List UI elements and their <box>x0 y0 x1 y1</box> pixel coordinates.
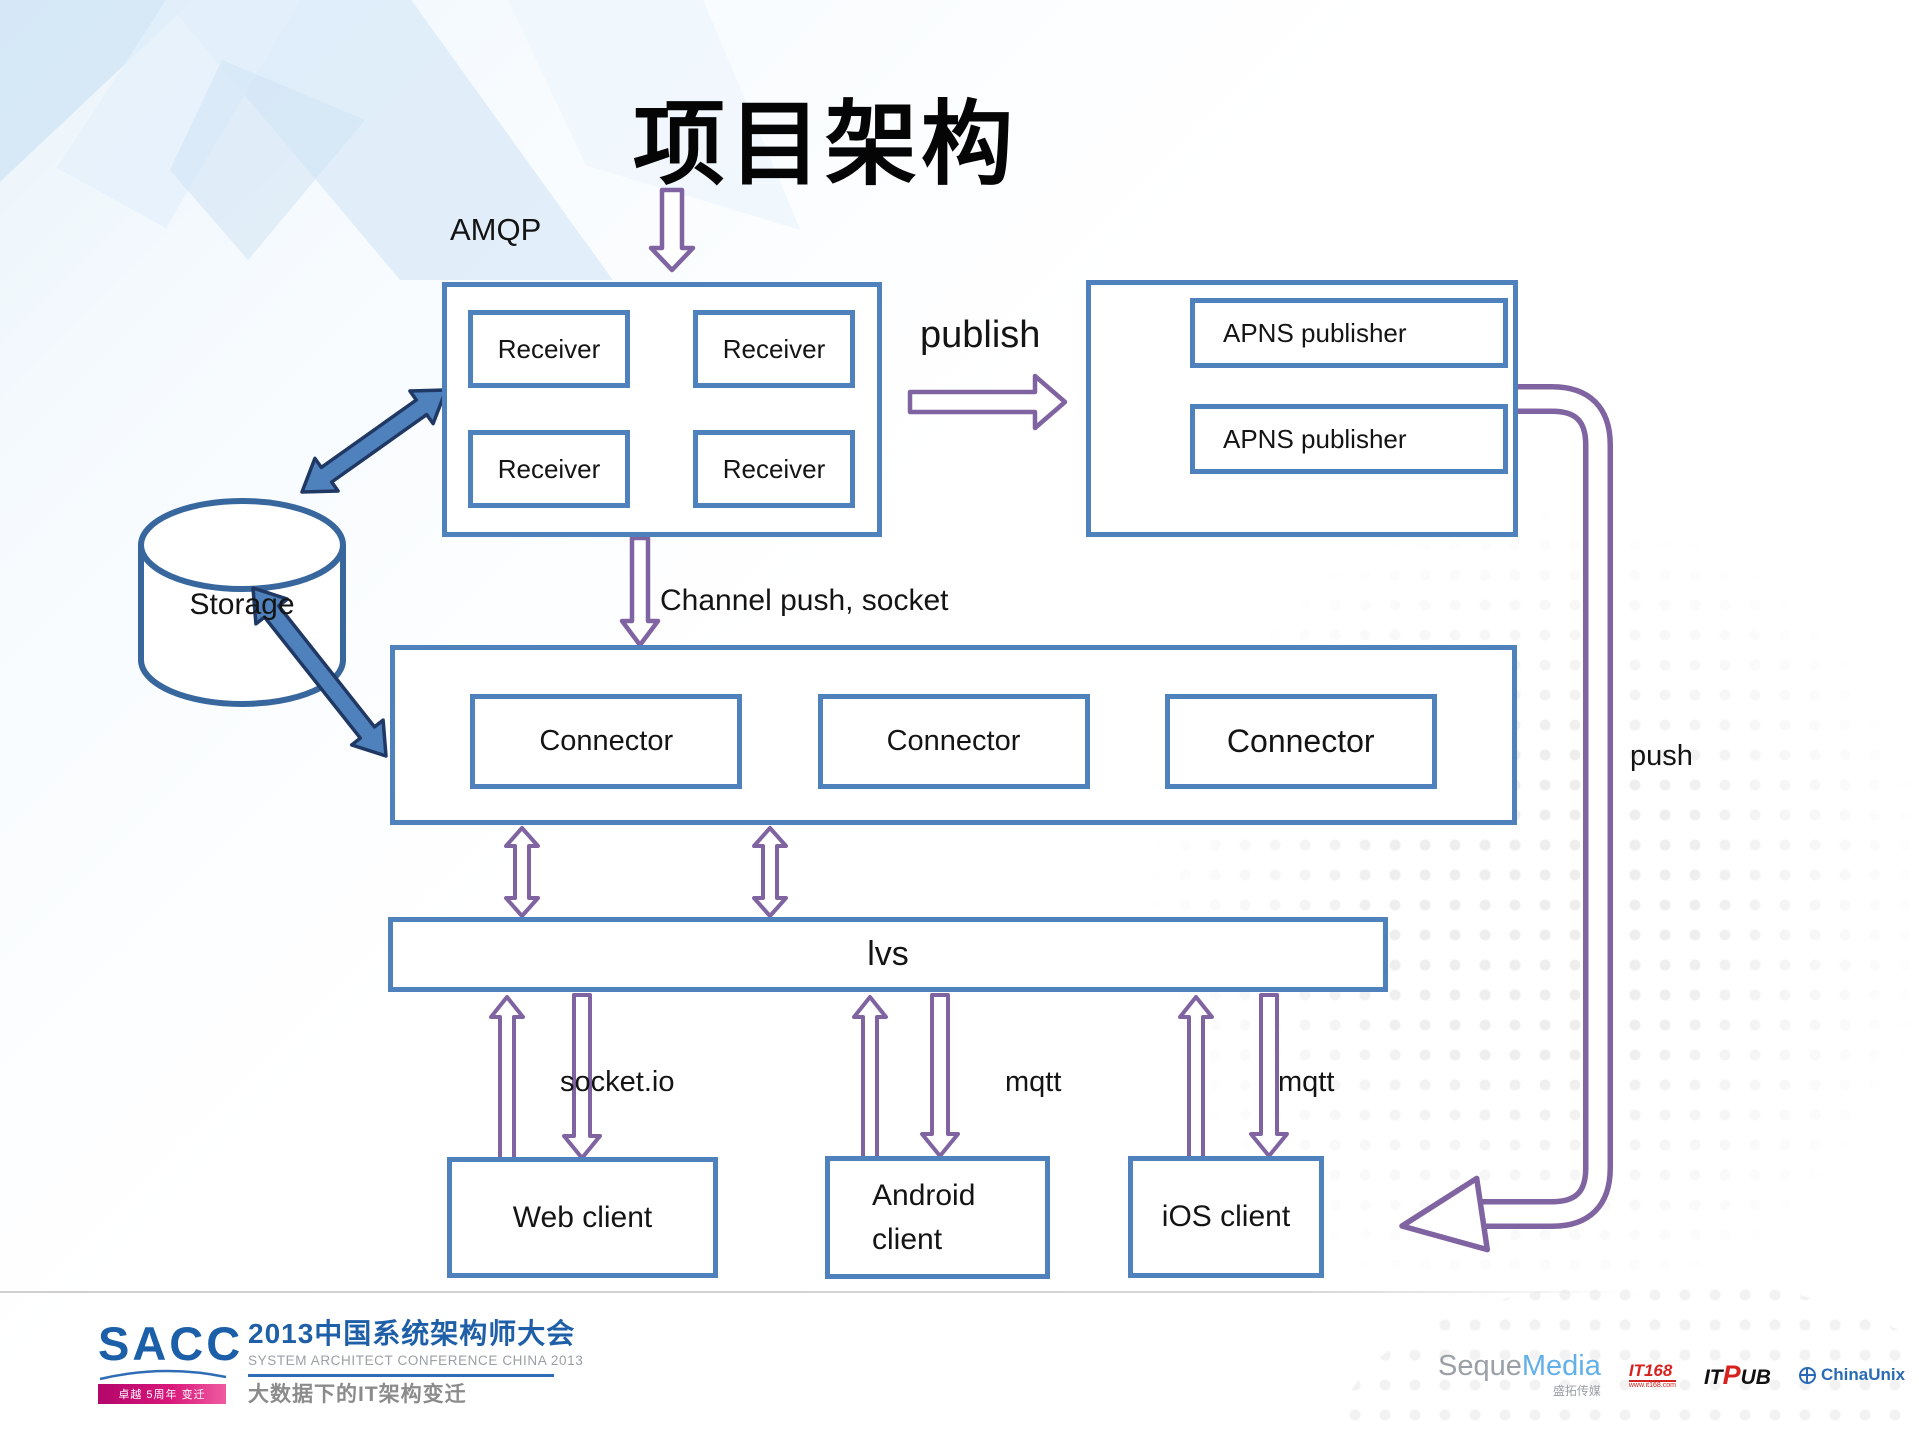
sequemedia-logo: SequeMedia 盛拓传媒 <box>1438 1349 1601 1399</box>
receiver-box[interactable]: Receiver <box>693 310 855 388</box>
connector-label: Connector <box>886 724 1021 757</box>
apns-publisher-label: APNS publisher <box>1223 423 1407 454</box>
sequemedia-subtext: 盛拓传媒 <box>1552 1383 1601 1398</box>
connector-box[interactable]: Connector <box>817 693 1090 789</box>
connector-container-box: Connector Connector Connector <box>390 645 1517 825</box>
apns-publisher-label: APNS publisher <box>1223 317 1407 348</box>
connector-lvs-double-arrow-1 <box>504 826 540 918</box>
sacc-anniversary-banner: 卓越 5周年 变迁 <box>98 1384 226 1404</box>
android-client-box[interactable]: Android client <box>825 1156 1050 1279</box>
channel-down-arrow <box>619 535 661 648</box>
receiver-box[interactable]: Receiver <box>468 310 630 388</box>
apns-container-box: APNS publisher APNS publisher <box>1086 280 1518 537</box>
ios-up-arrow <box>1178 995 1214 1160</box>
chinaunix-globe-icon <box>1798 1366 1816 1384</box>
receivers-container-box: Receiver Receiver Receiver Receiver <box>442 282 882 537</box>
receiver-box[interactable]: Receiver <box>468 430 630 508</box>
android-up-arrow <box>852 995 888 1160</box>
itpub-p: P <box>1722 1359 1741 1390</box>
sponsor-logos: SequeMedia 盛拓传媒 IT168 www.it168.com ITPU… <box>1438 1349 1906 1399</box>
lvs-label: lvs <box>867 935 909 973</box>
ios-client-box[interactable]: iOS client <box>1128 1156 1324 1278</box>
itpub-ub: UB <box>1740 1365 1771 1389</box>
receiver-label: Receiver <box>722 453 826 484</box>
it168-text: IT168 <box>1628 1362 1676 1382</box>
connector-label: Connector <box>1226 722 1375 759</box>
it168-logo: IT168 www.it168.com <box>1628 1362 1676 1389</box>
publish-label: publish <box>920 314 1041 356</box>
apns-publisher-box[interactable]: APNS publisher <box>1190 298 1508 368</box>
connector-label: Connector <box>539 724 674 757</box>
conference-title-en: SYSTEM ARCHITECT CONFERENCE CHINA 2013 <box>248 1353 584 1368</box>
mqtt-ios-label: mqtt <box>1278 1066 1335 1098</box>
conference-title-cn: 2013中国系统架构师大会 <box>248 1318 576 1349</box>
channel-push-label: Channel push, socket <box>660 584 949 617</box>
page-title: 项目架构 <box>632 94 1017 196</box>
push-label: push <box>1630 740 1693 772</box>
sacc-logo-text: SACC <box>98 1317 244 1370</box>
ios-client-label: iOS client <box>1161 1200 1291 1233</box>
lvs-box[interactable]: lvs <box>388 917 1388 992</box>
storage-label: Storage <box>189 588 295 621</box>
sacc-swoosh <box>99 1369 227 1381</box>
web-client-box[interactable]: Web client <box>447 1157 718 1278</box>
connector-lvs-double-arrow-2 <box>752 826 788 918</box>
itpub-logo: ITPUB <box>1703 1359 1771 1390</box>
android-client-label: Android client <box>872 1179 976 1256</box>
connector-box[interactable]: Connector <box>470 693 743 789</box>
web-up-arrow <box>489 995 525 1164</box>
sacc-logo: SACC 卓越 5周年 变迁 <box>98 1320 248 1404</box>
it168-url: www.it168.com <box>1628 1381 1676 1389</box>
itpub-it: IT <box>1703 1365 1723 1389</box>
chinaunix-text: ChinaUnix <box>1820 1365 1906 1384</box>
conference-theme: 大数据下的IT架构变迁 <box>248 1382 467 1406</box>
receiver-label: Receiver <box>497 453 601 484</box>
receiver-label: Receiver <box>497 333 601 364</box>
publish-arrow <box>907 373 1068 431</box>
receiver-label: Receiver <box>722 333 826 364</box>
amqp-label: AMQP <box>450 212 542 247</box>
conference-logo: 2013中国系统架构师大会 SYSTEM ARCHITECT CONFERENC… <box>248 1320 588 1405</box>
sequemedia-text-blue: Media <box>1521 1349 1601 1382</box>
socketio-label: socket.io <box>560 1066 675 1098</box>
sacc-anniversary-text: 卓越 5周年 变迁 <box>118 1389 206 1401</box>
mqtt-android-label: mqtt <box>1005 1066 1062 1098</box>
footer-divider <box>0 1291 1620 1293</box>
receiver-box[interactable]: Receiver <box>693 430 855 508</box>
chinaunix-logo: ChinaUnix <box>1798 1365 1906 1385</box>
conference-rule <box>248 1373 554 1377</box>
web-client-label: Web client <box>512 1200 653 1234</box>
sequemedia-text-gray: Seque <box>1438 1349 1522 1382</box>
android-down-arrow <box>920 993 960 1158</box>
connector-box[interactable]: Connector <box>1164 693 1437 789</box>
storage-receivers-arrow <box>300 388 448 494</box>
apns-publisher-box[interactable]: APNS publisher <box>1190 404 1508 474</box>
